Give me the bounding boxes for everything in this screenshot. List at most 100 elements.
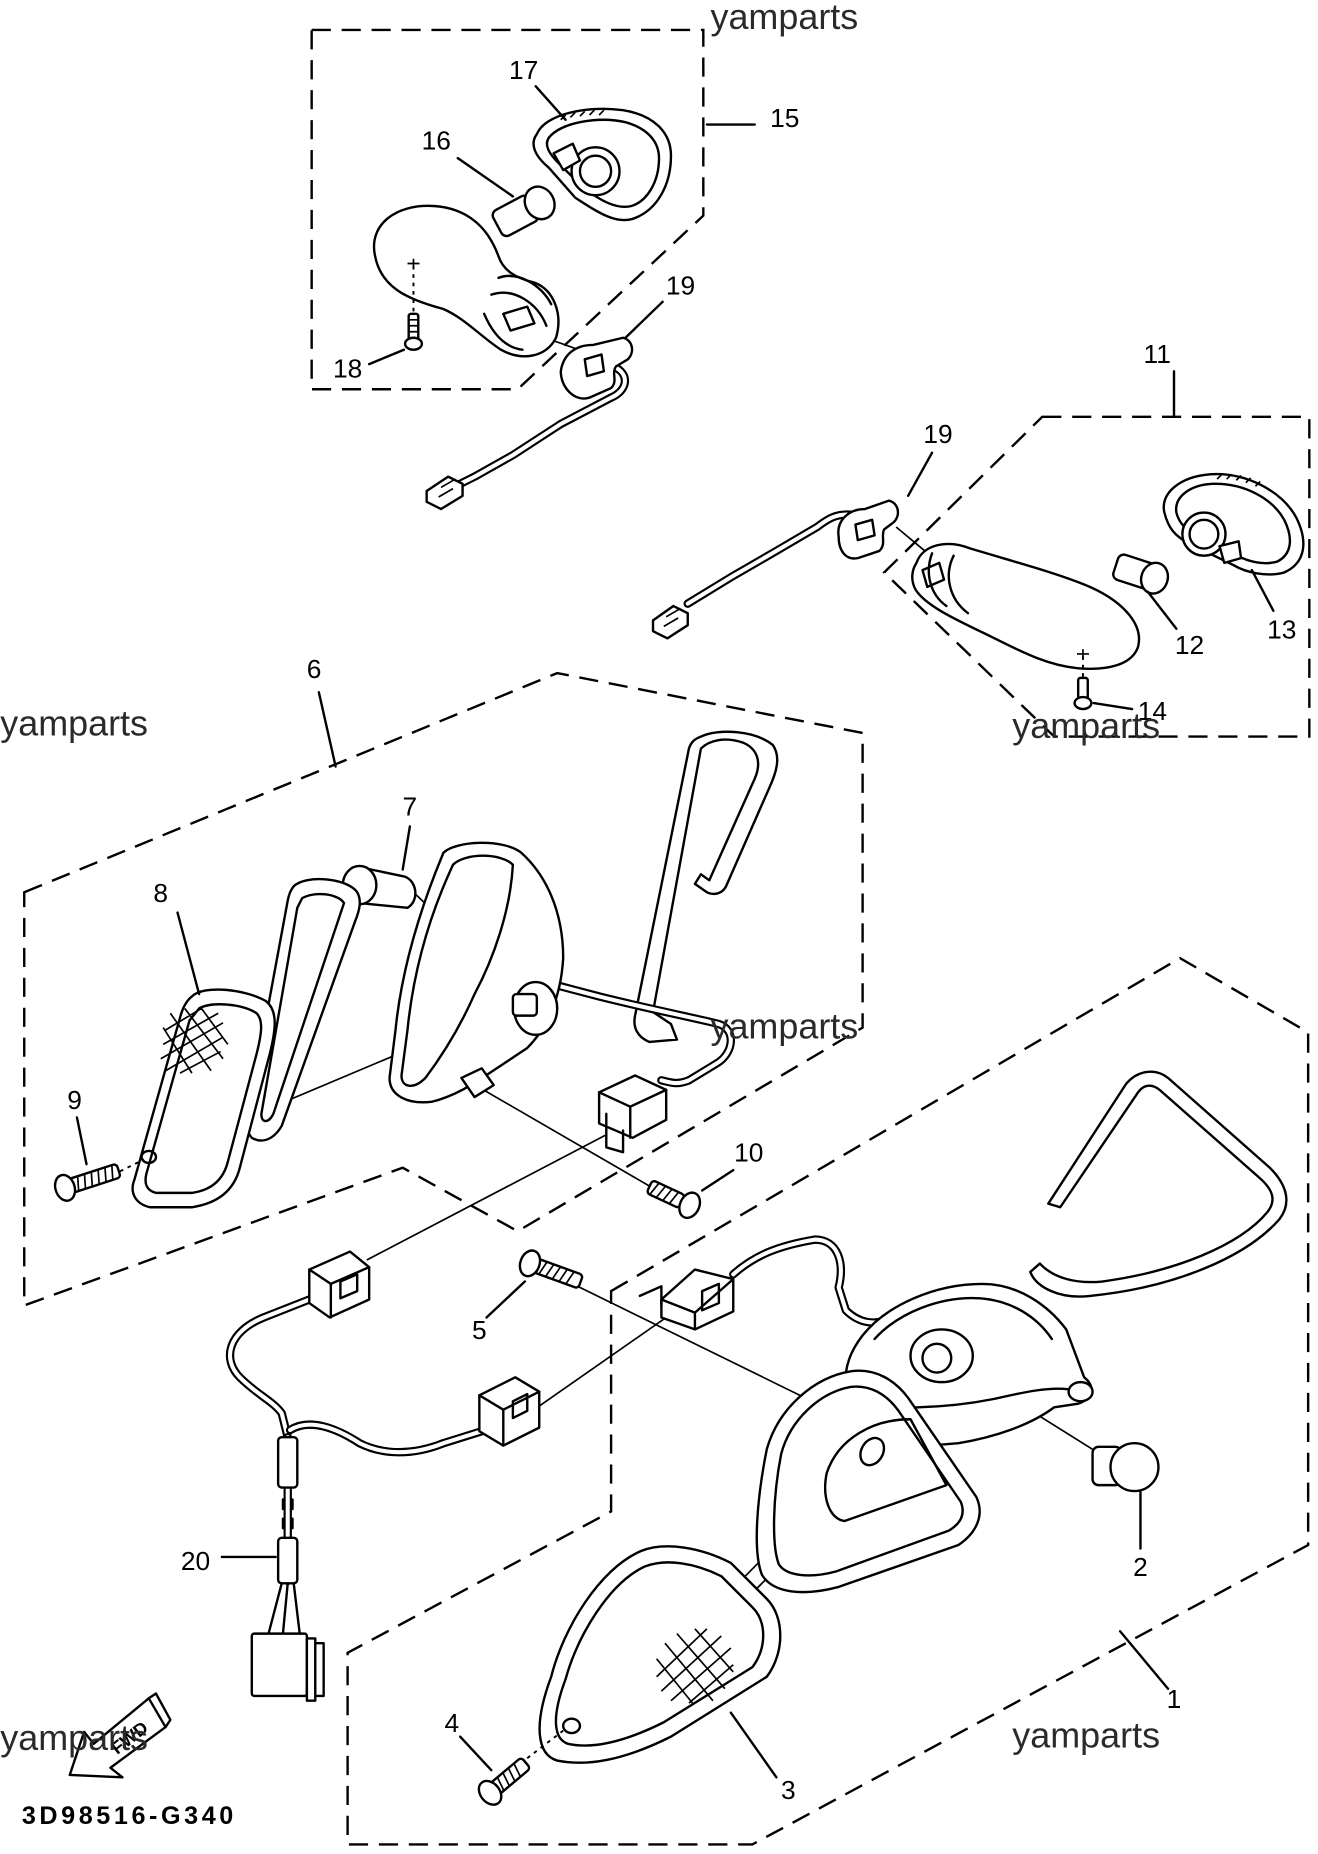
lens-3-rim xyxy=(554,1561,765,1747)
leader-5 xyxy=(485,1280,527,1319)
connector-left-detail xyxy=(597,1088,668,1154)
leader-18 xyxy=(367,348,406,366)
callout-6: 6 xyxy=(307,654,322,684)
lens-17-socket-ring xyxy=(570,146,621,197)
callout-7: 7 xyxy=(403,792,418,822)
watermark-top: yamparts xyxy=(710,0,858,37)
harness-connector-a-detail xyxy=(308,1265,371,1319)
assembly-15-boundary xyxy=(310,28,705,391)
harness-sleeve-lower xyxy=(276,1536,299,1585)
gasket-bottom-front xyxy=(755,1369,981,1594)
lens-3-hatch xyxy=(655,1628,734,1704)
harness-main-connector xyxy=(250,1632,309,1698)
bracket-19-upper xyxy=(559,336,634,400)
harness-20 xyxy=(220,1134,667,1702)
lens-8-outer xyxy=(131,988,276,1209)
housing-upper-neck-rings xyxy=(482,274,553,351)
screw-10-head xyxy=(678,1191,702,1220)
assembly-11-boundary xyxy=(882,415,1311,738)
callout-3: 3 xyxy=(781,1775,796,1805)
callout-12: 12 xyxy=(1175,630,1204,660)
watermark-right: yamparts xyxy=(1012,705,1160,746)
bracket-19-right xyxy=(837,499,900,560)
alignment-line-screw-5 xyxy=(577,1285,828,1410)
bulb-16-glass xyxy=(523,185,556,221)
leader-3 xyxy=(729,1711,778,1779)
screw-10-threads xyxy=(649,1182,680,1205)
lens-3-screw-hole xyxy=(561,1717,582,1735)
assembly-1-boundary xyxy=(346,956,1310,1846)
harness-branch-a-inner xyxy=(228,1297,312,1440)
lens-3-outer xyxy=(538,1545,782,1764)
alignment-line-harness-left xyxy=(366,1134,606,1261)
callout-18: 18 xyxy=(333,353,362,383)
leader-17 xyxy=(534,85,567,121)
screw-4-threads xyxy=(496,1763,522,1792)
assembly-1 xyxy=(346,956,1310,1846)
harness-branch-b-inner xyxy=(288,1422,484,1455)
lens-8-hatch xyxy=(160,1007,229,1074)
screw-4 xyxy=(477,1757,531,1806)
callout-19-right: 19 xyxy=(923,419,952,449)
harness-connector-b xyxy=(478,1376,541,1447)
callout-1: 1 xyxy=(1167,1684,1182,1714)
leader-6 xyxy=(317,691,337,768)
leader-7 xyxy=(401,825,412,871)
screw-5 xyxy=(518,1249,584,1289)
lens-housing-upper xyxy=(372,204,560,358)
callout-9: 9 xyxy=(67,1085,82,1115)
callout-2: 2 xyxy=(1133,1552,1148,1582)
callout-19-upper: 19 xyxy=(666,271,695,301)
leader-16 xyxy=(456,156,515,198)
callout-4: 4 xyxy=(444,1708,459,1738)
watermark-bottom-left: yamparts xyxy=(0,1717,148,1758)
reflector-bottom xyxy=(824,1418,948,1523)
connector-upper-detail xyxy=(438,478,456,498)
screw-4-head xyxy=(477,1779,503,1806)
watermark-middle: yamparts xyxy=(710,1005,858,1046)
lens-13-tab xyxy=(1218,540,1243,565)
screw-18-mark xyxy=(407,258,420,269)
screw-14-head xyxy=(1073,695,1093,711)
harness-split-wires xyxy=(267,1582,301,1635)
bracket-19-right-slot xyxy=(854,518,876,542)
wire-bottom-inner xyxy=(731,1237,895,1325)
callout-5: 5 xyxy=(472,1315,487,1345)
forward-direction-arrow: FWD xyxy=(68,1692,172,1779)
assembly-15 xyxy=(310,28,757,511)
screw-18-head xyxy=(403,336,424,351)
wire-left-inner xyxy=(551,982,733,1086)
bulb-16 xyxy=(491,185,556,238)
callout-16: 16 xyxy=(422,126,451,156)
lens-13-texture xyxy=(1216,473,1261,487)
connector-right-detail xyxy=(663,607,681,628)
leader-4 xyxy=(458,1735,493,1772)
screw-5-threads xyxy=(538,1261,575,1285)
assembly-6 xyxy=(23,671,864,1308)
gasket-left-rear xyxy=(633,730,779,1044)
fwd-arrow-depth xyxy=(147,1692,172,1729)
leader-13 xyxy=(1250,568,1275,613)
harness-main-connector-fins xyxy=(305,1637,325,1702)
housing-bottom-side-tab xyxy=(1067,1380,1094,1403)
screw-14-mark xyxy=(1076,649,1089,659)
leader-8 xyxy=(176,911,201,996)
fwd-arrow-icon xyxy=(68,1697,167,1779)
bracket-19-upper-slot xyxy=(583,353,606,378)
gasket-bottom-front-inner xyxy=(772,1385,964,1577)
lens-13-socket-hole xyxy=(1188,518,1220,550)
screw-10 xyxy=(646,1180,702,1220)
callout-13: 13 xyxy=(1267,614,1296,644)
callout-14: 14 xyxy=(1138,696,1167,726)
connector-bottom-detail xyxy=(638,1277,735,1331)
housing-left-inner-frame xyxy=(400,854,515,1087)
housing-right-neck-rings xyxy=(921,552,970,615)
screw-18-shank xyxy=(407,312,420,342)
leader-9 xyxy=(75,1116,88,1166)
screw-5-head xyxy=(518,1249,542,1278)
lens-8-screw-hole xyxy=(140,1149,158,1165)
alignment-line-screw-10 xyxy=(478,1086,654,1189)
gasket-left-front-inner xyxy=(260,892,346,1123)
callout-11: 11 xyxy=(1144,339,1171,369)
